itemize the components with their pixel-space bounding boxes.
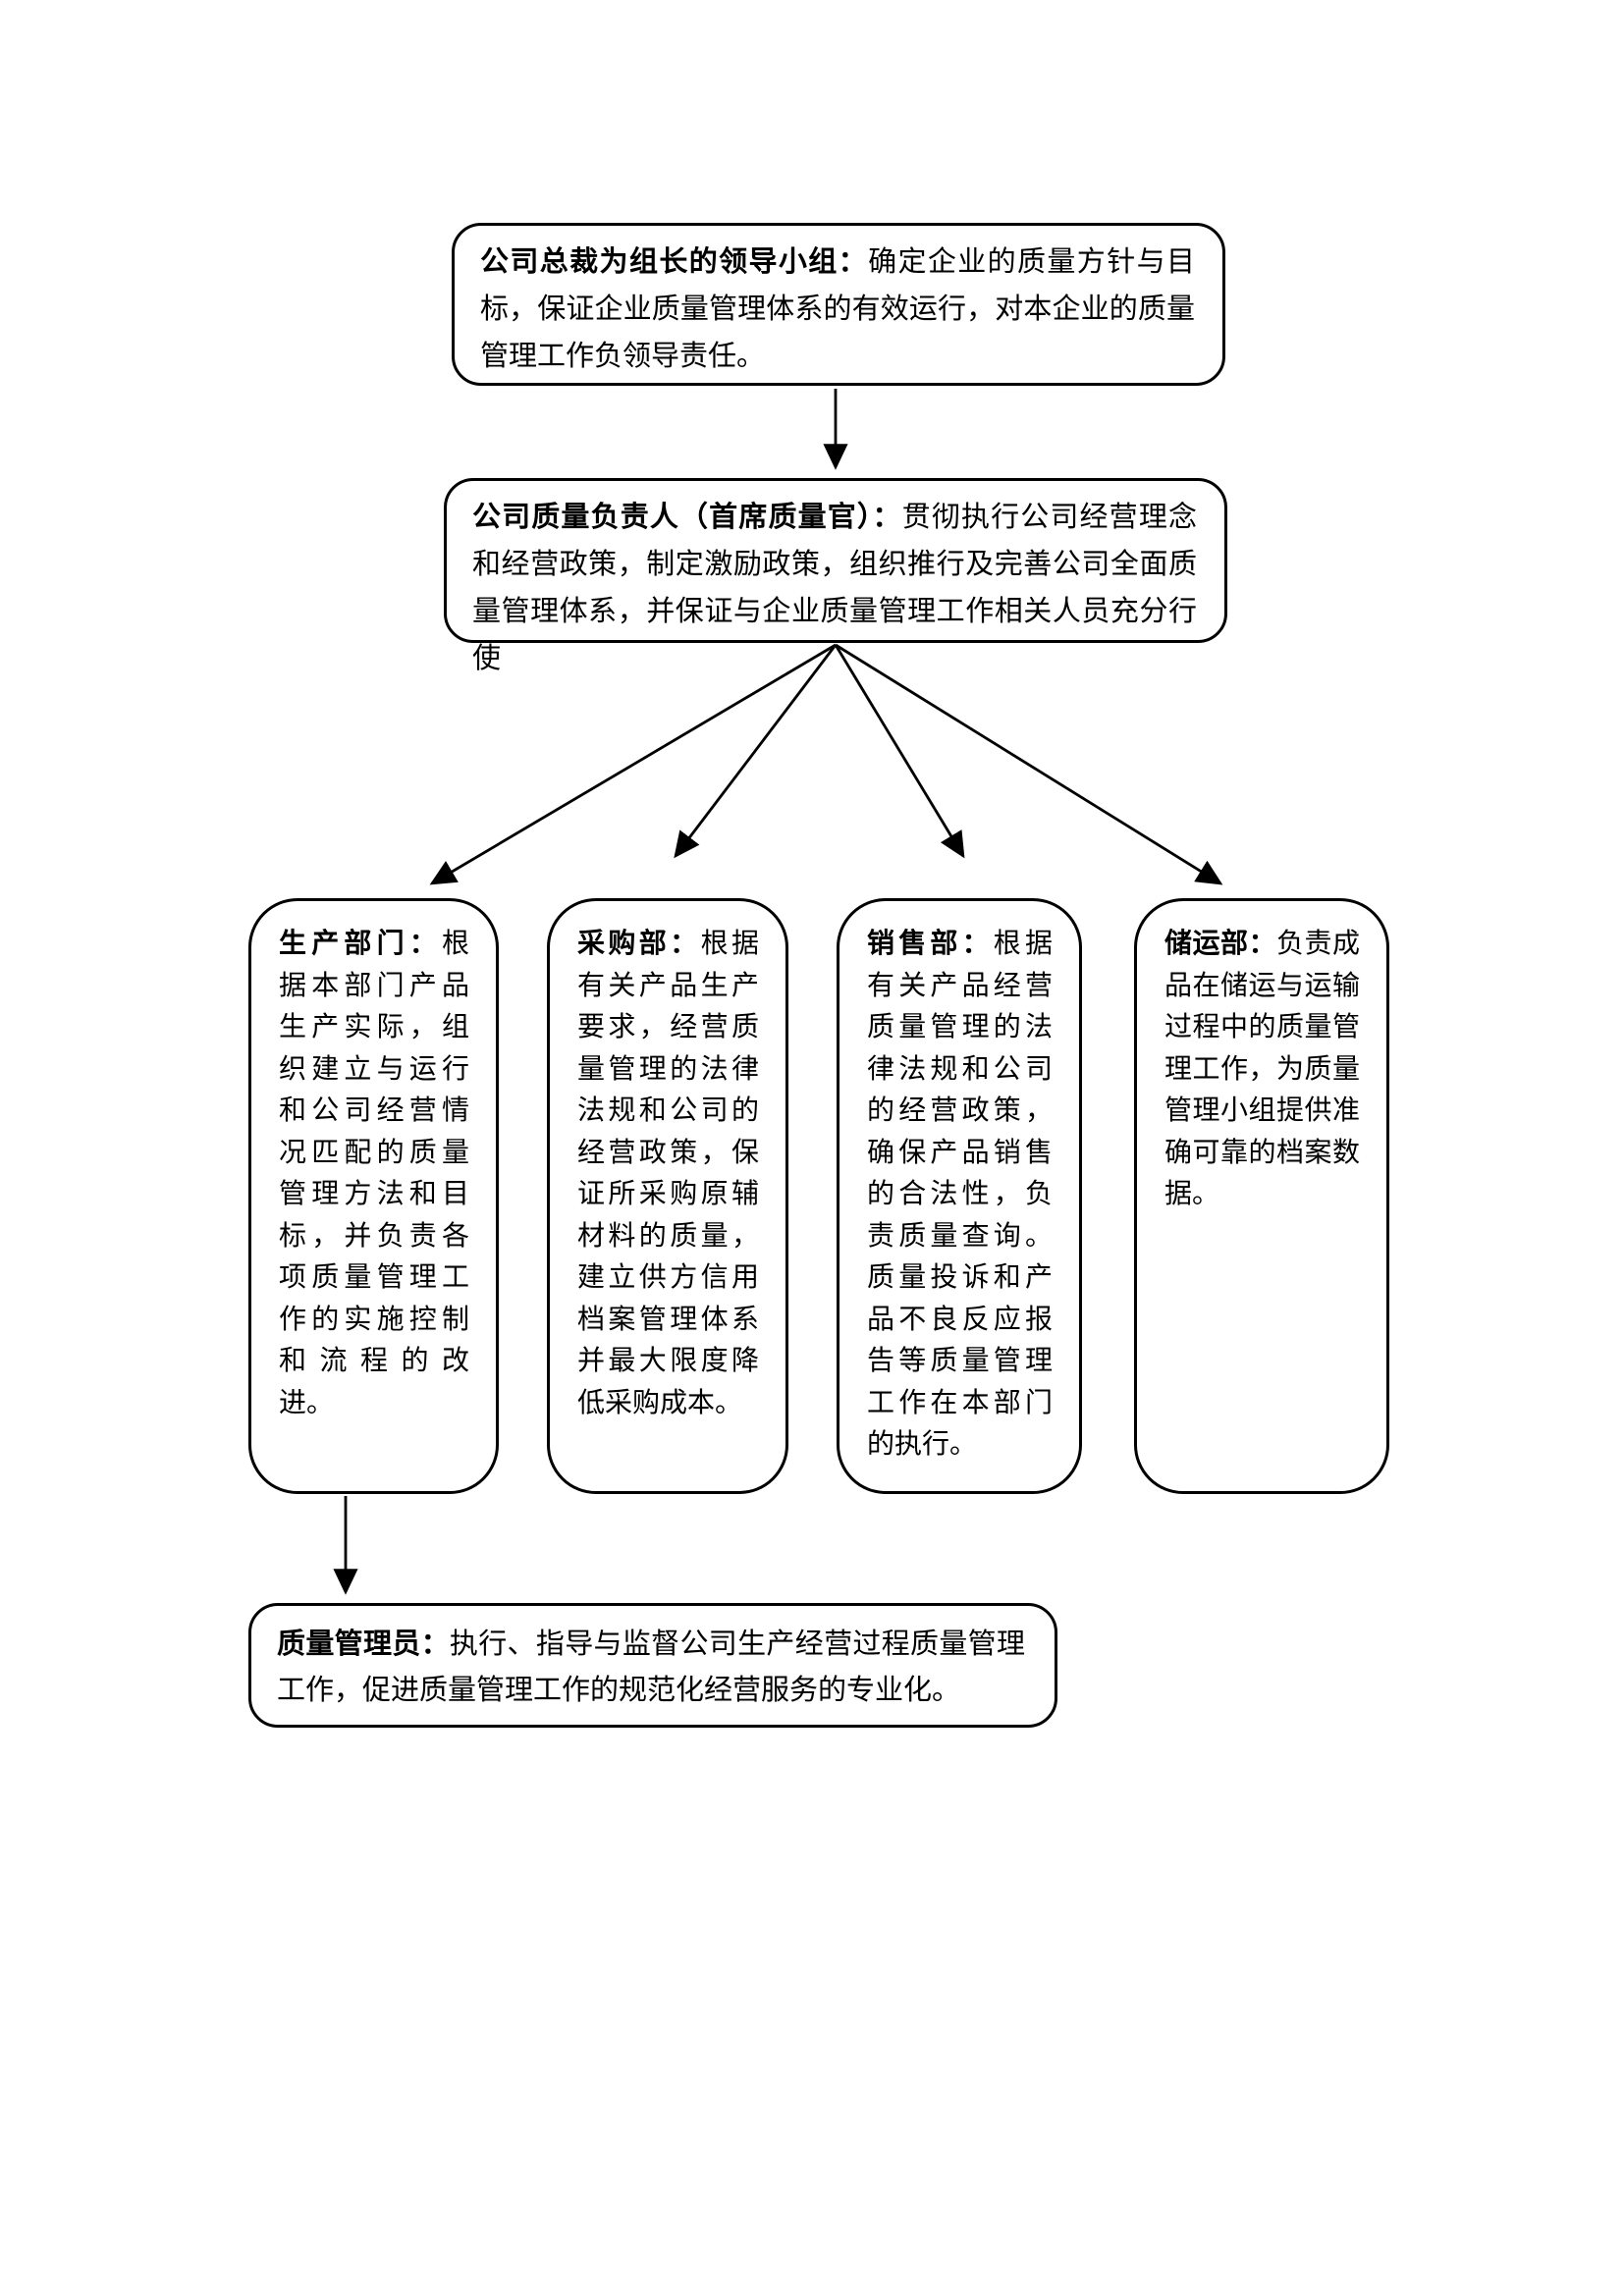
node-sales-text: 销售部：根据有关产品经营质量管理的法律法规和公司的经营政策，确保产品销售的合法性… bbox=[839, 901, 1079, 1467]
node-logistics-title: 储运部： bbox=[1164, 929, 1276, 959]
node-leadership: 公司总裁为组长的领导小组：确定企业的质量方针与目标，保证企业质量管理体系的有效运… bbox=[452, 223, 1225, 386]
node-production-title: 生产部门： bbox=[279, 929, 442, 959]
node-quality-lead-title: 公司质量负责人（首席质量官）： bbox=[472, 502, 902, 533]
node-purchasing: 采购部：根据有关产品生产要求，经营质量管理的法律法规和公司的经营政策，保证所采购… bbox=[547, 898, 788, 1494]
node-quality-lead: 公司质量负责人（首席质量官）：贯彻执行公司经营理念和经营政策，制定激励政策，组织… bbox=[444, 478, 1227, 674]
node-quality-lead-body: 贯彻执行公司经营理念和经营政策，制定激励政策，组织推行及完善公司全面质量管理体系… bbox=[472, 502, 1197, 674]
node-sales: 销售部：根据有关产品经营质量管理的法律法规和公司的经营政策，确保产品销售的合法性… bbox=[837, 898, 1082, 1494]
node-leadership-text: 公司总裁为组长的领导小组：确定企业的质量方针与目标，保证企业质量管理体系的有效运… bbox=[455, 226, 1222, 380]
node-quality-manager: 质量管理员：执行、指导与监督公司生产经营过程质量管理工作，促进质量管理工作的规范… bbox=[248, 1603, 1057, 1728]
node-quality-manager-body: 执行、指导与监督公司生产经营过程质量管理工作，促进质量管理工作的规范化经营服务的… bbox=[277, 1629, 1025, 1706]
node-sales-title: 销售部： bbox=[867, 929, 994, 959]
node-logistics: 储运部：负责成品在储运与运输过程中的质量管理工作，为质量管理小组提供准确可靠的档… bbox=[1134, 898, 1389, 1494]
arrow-fan-logistics bbox=[835, 643, 1223, 885]
arrow-fan-sales bbox=[834, 644, 965, 859]
node-purchasing-text: 采购部：根据有关产品生产要求，经营质量管理的法律法规和公司的经营政策，保证所采购… bbox=[550, 901, 785, 1424]
arrow-fan-purchasing bbox=[674, 644, 838, 859]
node-leadership-title: 公司总裁为组长的领导小组： bbox=[480, 246, 869, 278]
node-purchasing-body: 根据有关产品生产要求，经营质量管理的法律法规和公司的经营政策，保证所采购原辅材料… bbox=[577, 929, 759, 1418]
node-logistics-text: 储运部：负责成品在储运与运输过程中的质量管理工作，为质量管理小组提供准确可靠的档… bbox=[1137, 901, 1386, 1216]
node-production-text: 生产部门：根据本部门产品生产实际，组织建立与运行和公司经营情况匹配的质量管理方法… bbox=[251, 901, 496, 1424]
node-quality-manager-title: 质量管理员： bbox=[277, 1629, 450, 1660]
arrow-fan-production bbox=[429, 643, 837, 885]
node-leadership-body: 确定企业的质量方针与目标，保证企业质量管理体系的有效运行，对本企业的质量管理工作… bbox=[480, 246, 1195, 372]
node-purchasing-title: 采购部： bbox=[577, 929, 701, 959]
node-logistics-body: 负责成品在储运与运输过程中的质量管理工作，为质量管理小组提供准确可靠的档案数据。 bbox=[1164, 929, 1360, 1209]
node-quality-lead-text: 公司质量负责人（首席质量官）：贯彻执行公司经营理念和经营政策，制定激励政策，组织… bbox=[447, 481, 1224, 682]
node-sales-body: 根据有关产品经营质量管理的法律法规和公司的经营政策，确保产品销售的合法性，负责质… bbox=[867, 929, 1053, 1460]
node-production: 生产部门：根据本部门产品生产实际，组织建立与运行和公司经营情况匹配的质量管理方法… bbox=[248, 898, 499, 1494]
node-production-body: 根据本部门产品生产实际，组织建立与运行和公司经营情况匹配的质量管理方法和目标，并… bbox=[279, 929, 469, 1418]
node-quality-manager-text: 质量管理员：执行、指导与监督公司生产经营过程质量管理工作，促进质量管理工作的规范… bbox=[251, 1606, 1055, 1714]
